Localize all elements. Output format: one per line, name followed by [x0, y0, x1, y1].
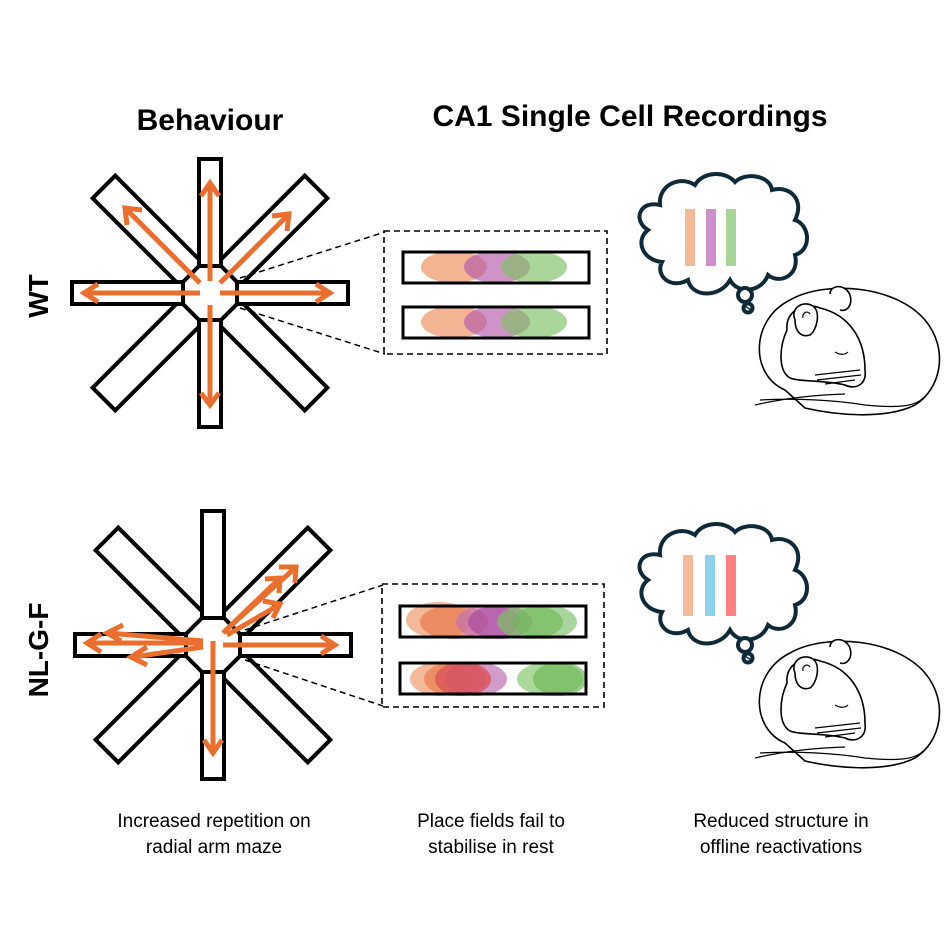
caption-line: Increased repetition on — [117, 811, 310, 832]
arrow-left — [82, 631, 203, 655]
arrow-left — [125, 644, 204, 668]
reactivation-bar — [683, 555, 693, 616]
reactivation-bar — [726, 209, 736, 266]
place-fields-panel-nlgf — [381, 583, 605, 708]
caption-line: radial arm maze — [146, 837, 282, 858]
zoom-line-bottom — [239, 307, 386, 355]
caption-place-fields: Place fields fail to stabilise in rest — [417, 811, 565, 858]
radial-arm-maze-icon — [73, 509, 353, 781]
caption-behaviour: Increased repetition on radial arm maze — [117, 811, 310, 858]
sleeping-mouse-icon — [754, 638, 941, 769]
place-field — [533, 662, 587, 696]
arrow-up-right — [225, 598, 284, 638]
place-field — [501, 306, 567, 338]
thought-bubble-icon — [637, 522, 809, 665]
caption-line: Reduced structure in — [693, 811, 868, 832]
radial-arm-maze-icon — [70, 157, 350, 429]
thought-bubble-icon — [637, 172, 809, 315]
sleeping-mouse-icon — [754, 285, 941, 416]
reactivation-bar — [685, 209, 695, 266]
track-run — [401, 250, 591, 285]
zoom-line-top — [239, 231, 386, 279]
place-field — [513, 605, 577, 639]
reactivation-bar — [706, 209, 716, 266]
zoom-line-top — [244, 584, 384, 631]
zoom-box — [381, 583, 605, 708]
place-field — [501, 251, 567, 283]
arrow-right — [220, 281, 335, 305]
maze-arrows — [82, 564, 340, 758]
maze-arrows — [79, 178, 335, 410]
caption-reactivations: Reduced structure in offline reactivatio… — [693, 811, 868, 858]
arrow-up-right — [221, 575, 283, 635]
zoom-line-bottom — [244, 659, 384, 707]
arrow-up-right — [218, 211, 292, 285]
reactivation-bar — [705, 555, 715, 616]
arrow-up-left — [122, 205, 202, 285]
reactivation-bar — [726, 555, 736, 616]
arrow-down — [201, 641, 225, 758]
caption-line: offline reactivations — [700, 837, 862, 858]
track-rest — [401, 305, 591, 340]
place-fields-panel-wt — [383, 230, 608, 355]
arrow-up — [198, 178, 222, 281]
recordings-header: CA1 Single Cell Recordings — [432, 100, 827, 133]
row-label-wt: WT — [23, 274, 54, 318]
behaviour-header: Behaviour — [137, 104, 284, 137]
zoom-box — [383, 230, 608, 355]
caption-line: stabilise in rest — [428, 837, 554, 858]
place-field — [435, 662, 491, 696]
track-rest — [398, 661, 588, 696]
track-run — [398, 602, 588, 639]
arrow-right — [223, 633, 340, 657]
arrow-down — [199, 305, 221, 410]
arrow-left — [79, 281, 200, 305]
row-label-nlgf: NL-G-F — [23, 603, 54, 698]
caption-line: Place fields fail to — [417, 811, 565, 832]
arrow-left — [101, 622, 204, 644]
